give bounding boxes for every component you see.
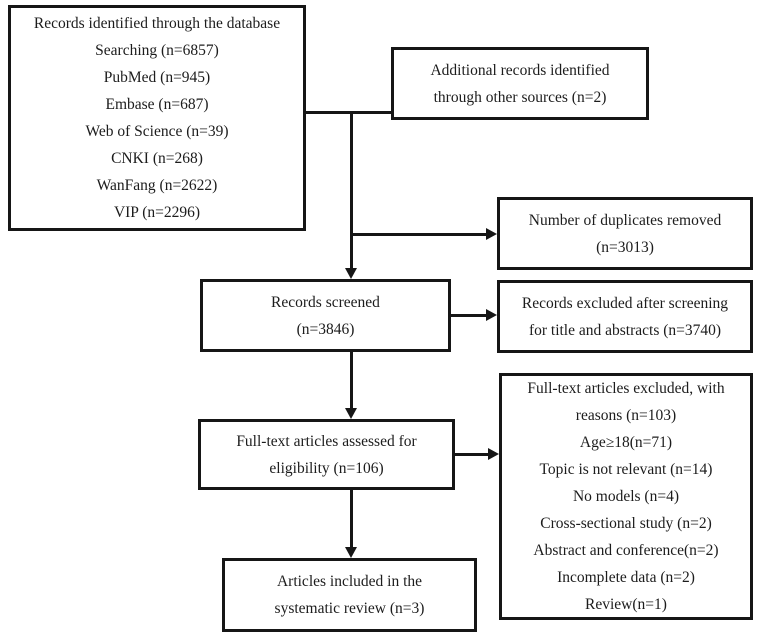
box-line: Incomplete data (n=2): [557, 569, 695, 586]
box-line: Age≥18(n=71): [579, 434, 673, 451]
connector-merge-to-screened: [350, 111, 353, 271]
box-additional-records: Additional records identified through ot…: [391, 47, 649, 120]
box-line: Topic is not relevant (n=14): [539, 461, 713, 478]
connector-assessed-to-included: [350, 489, 353, 550]
box-line: systematic review (n=3): [274, 600, 425, 617]
box-line: PubMed (n=945): [103, 69, 211, 86]
box-line: Cross-sectional study (n=2): [540, 515, 712, 532]
box-records-excluded-screening: Records excluded after screening for tit…: [497, 280, 753, 353]
box-line: Embase (n=687): [105, 96, 209, 113]
connector-to-duplicates: [350, 233, 488, 236]
arrowhead-right-icon: [488, 448, 499, 460]
box-duplicates-removed: Number of duplicates removed (n=3013): [497, 197, 753, 270]
box-line: Web of Science (n=39): [85, 123, 229, 140]
connector-screened-to-assessed: [350, 351, 353, 411]
box-line: reasons (n=103): [575, 407, 677, 424]
connector-screened-to-excluded: [450, 314, 488, 317]
box-line: Full-text articles assessed for: [236, 432, 417, 450]
arrowhead-right-icon: [486, 228, 497, 240]
box-line: through other sources (n=2): [433, 88, 607, 106]
box-line: Searching (n=6857): [95, 42, 219, 59]
box-line: Number of duplicates removed: [528, 211, 722, 229]
box-fulltext-assessed: Full-text articles assessed for eligibil…: [198, 419, 455, 490]
box-records-identified: Records identified through the database …: [8, 5, 306, 231]
box-line: Abstract and conference(n=2): [533, 542, 719, 559]
arrowhead-down-icon: [345, 268, 357, 279]
connector-identified-to-additional: [304, 111, 392, 114]
box-line: Full-text articles excluded, with: [527, 380, 725, 397]
box-line: Additional records identified: [430, 61, 610, 79]
connector-assessed-to-fulltext-excluded: [454, 453, 490, 456]
box-line: (n=3846): [296, 320, 355, 338]
arrowhead-down-icon: [345, 547, 357, 558]
box-line: for title and abstracts (n=3740): [528, 321, 722, 339]
box-line: (n=3013): [596, 238, 654, 256]
box-line: Review(n=1): [585, 596, 667, 613]
box-records-screened: Records screened (n=3846): [200, 279, 451, 352]
box-articles-included: Articles included in the systematic revi…: [222, 558, 477, 632]
arrowhead-right-icon: [486, 309, 497, 321]
box-line: Records identified through the database: [33, 15, 281, 32]
box-line: eligibility (n=106): [269, 459, 384, 477]
box-fulltext-excluded: Full-text articles excluded, with reason…: [499, 373, 753, 620]
arrowhead-down-icon: [345, 408, 357, 419]
box-line: WanFang (n=2622): [96, 177, 218, 194]
box-line: Records screened: [271, 293, 380, 311]
box-line: CNKI (n=268): [111, 150, 203, 167]
box-line: No models (n=4): [572, 488, 680, 505]
box-line: Records excluded after screening: [521, 294, 729, 312]
box-line: VIP (n=2296): [113, 204, 201, 221]
box-line: Articles included in the: [276, 573, 423, 590]
